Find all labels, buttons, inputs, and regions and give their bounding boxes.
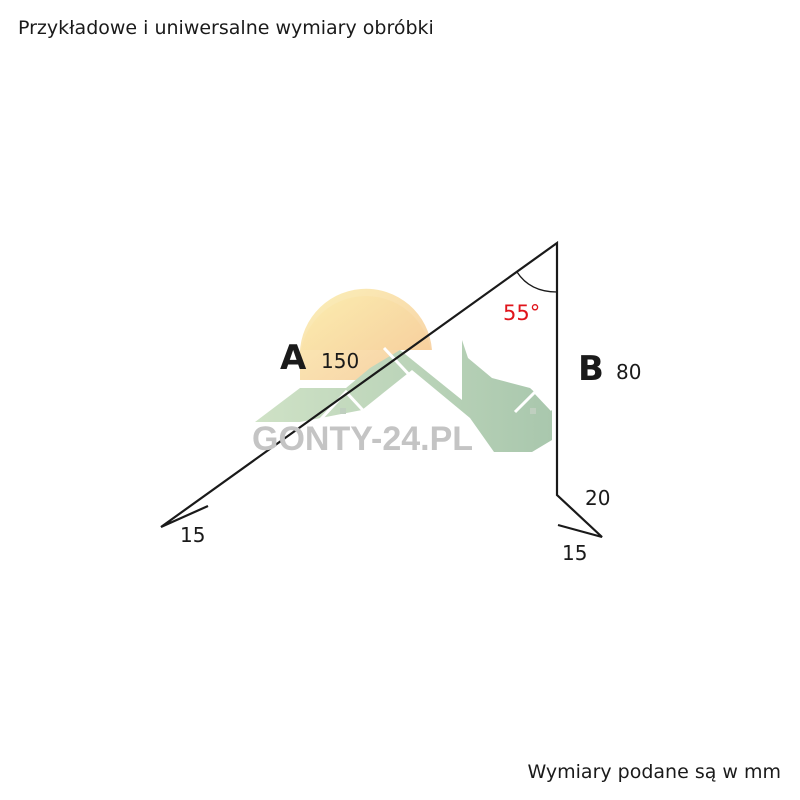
side-a-value: 150 — [321, 349, 360, 373]
side-b-value: 80 — [616, 360, 642, 384]
watermark-text: GONTY-24.PL — [252, 420, 474, 458]
hem-right-value: 15 — [562, 541, 588, 565]
roof-shape — [255, 340, 552, 452]
side-a-label: A — [280, 338, 307, 378]
angle-label: 55° — [503, 301, 541, 325]
hem-left-value: 15 — [180, 523, 206, 547]
diagram-title: Przykładowe i uniwersalne wymiary obróbk… — [18, 17, 434, 39]
units-note: Wymiary podane są w mm — [527, 761, 781, 783]
angle-arc — [516, 271, 558, 293]
side-a-line — [160, 240, 603, 539]
bend-bottom-value: 20 — [585, 486, 611, 510]
watermark-logo — [255, 288, 554, 452]
side-b-label: B — [578, 349, 604, 389]
